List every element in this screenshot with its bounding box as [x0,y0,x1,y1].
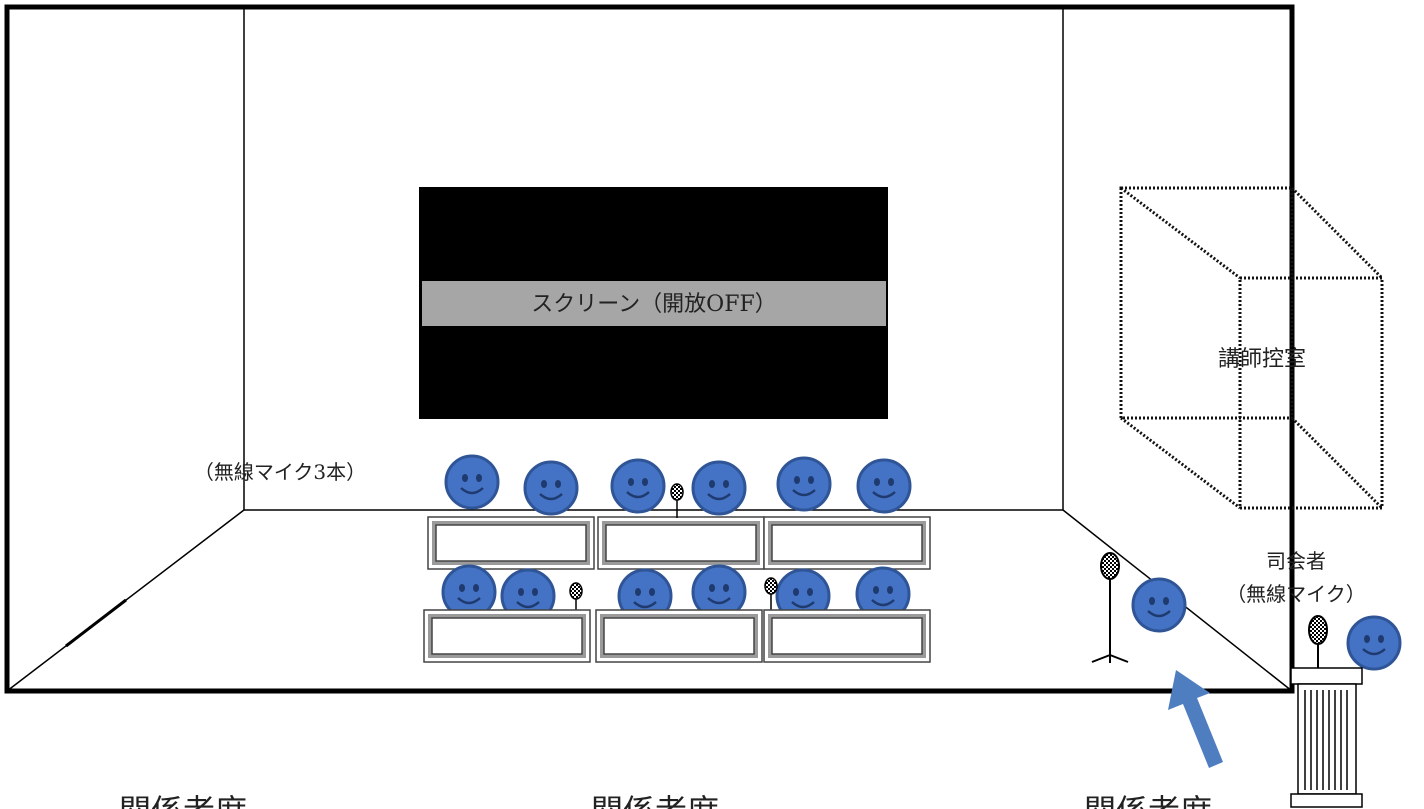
instructor-room [1119,186,1384,510]
mc-title: 司会者 [1266,549,1326,573]
standing-mic-icon [1091,552,1129,663]
panelist-face-icon [610,458,666,514]
table [763,609,931,663]
speaker-face-icon [1131,577,1187,633]
table [763,516,931,570]
screen-label: スクリーン（開放OFF） [531,292,776,317]
screen: スクリーン（開放OFF） [419,187,888,419]
panelist-face-icon [691,460,747,516]
mc-face-icon [1346,615,1402,671]
direction-arrow-icon [1168,670,1223,768]
table [597,516,765,570]
table [595,609,763,663]
stakeholder-seat-label: 関係者席 [1084,792,1212,809]
panelist-face-icon [444,454,500,510]
front-row-tables [423,609,931,663]
mc-mic-note: （無線マイク） [1226,582,1366,606]
table-mic-icon [569,582,583,612]
table-mic-icon [764,577,778,612]
back-row-tables [427,516,931,570]
panelist-face-icon [856,458,912,514]
stakeholder-seat-label: 関係者席 [119,792,247,809]
panelist-face-icon [776,456,832,512]
panelist-face-icon [523,460,579,516]
podium-icon [1290,667,1363,808]
table [427,516,595,570]
panel-mic-note: （無線マイク3本） [194,460,366,484]
instructor-room-label: 講師控室 [1218,347,1306,372]
table-mic-icon [670,483,684,518]
stakeholder-seat-label: 関係者席 [591,792,719,809]
table [423,609,591,663]
mc-mic-icon [1308,615,1328,668]
